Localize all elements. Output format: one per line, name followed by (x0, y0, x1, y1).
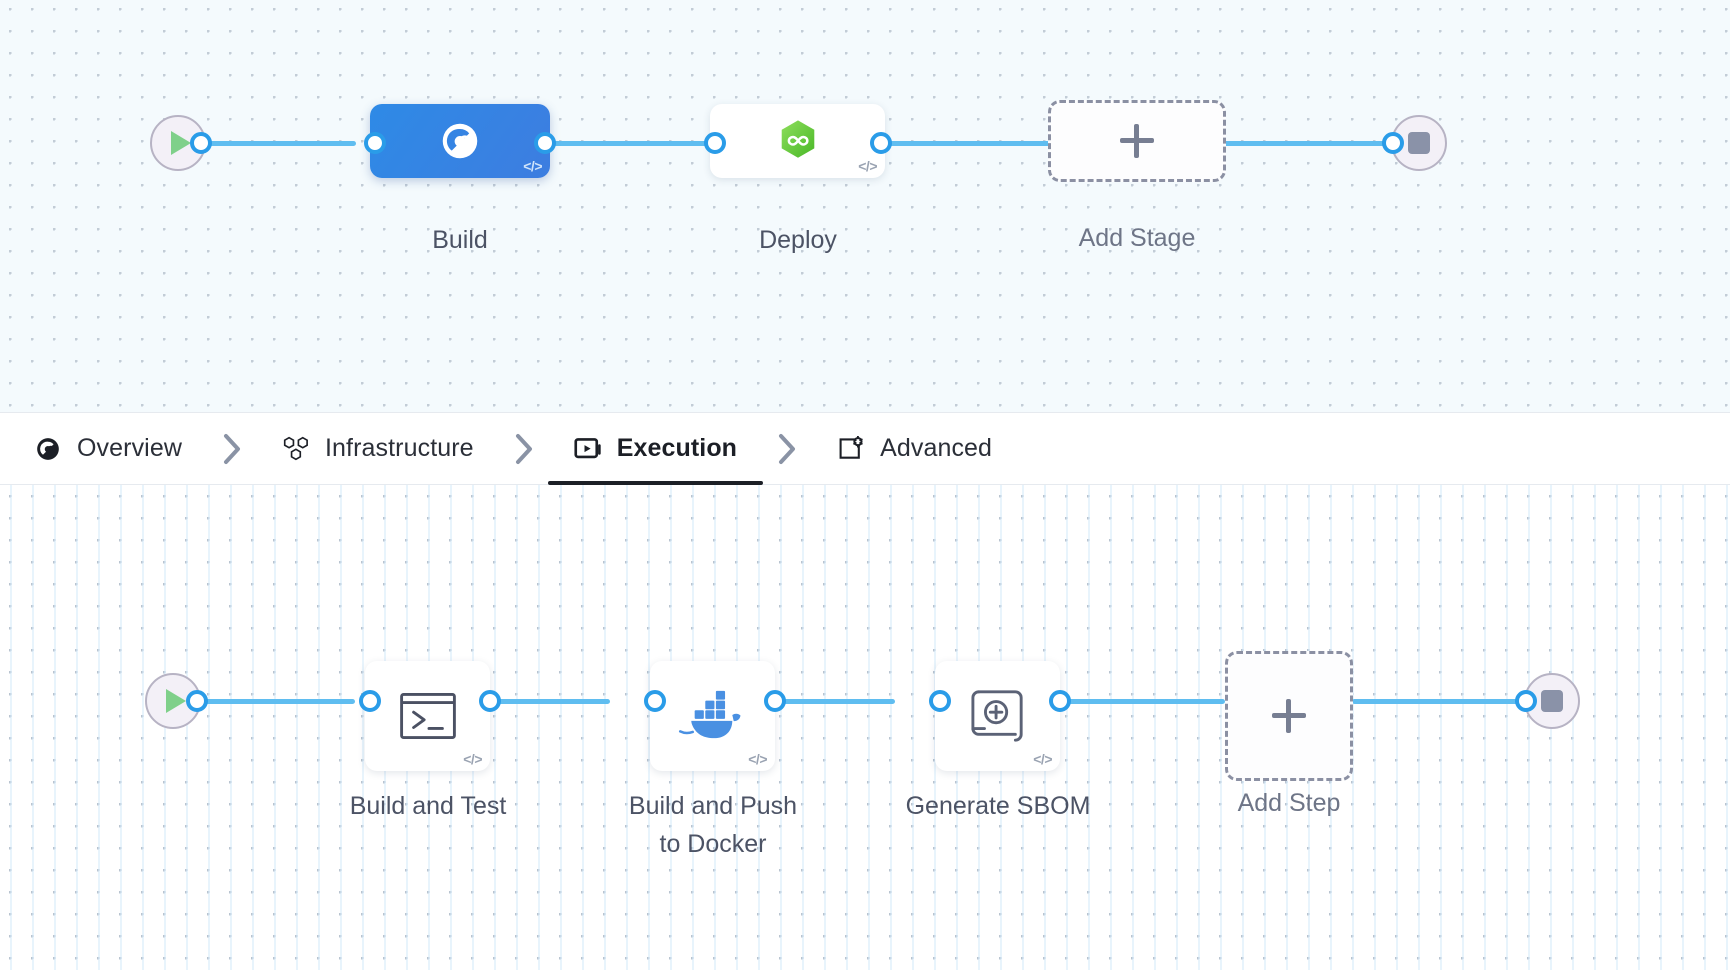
port-build-out[interactable] (534, 132, 556, 154)
port-build-test-in[interactable] (359, 690, 381, 712)
port-end-in[interactable] (1382, 132, 1404, 154)
edge-start-to-build-test (190, 699, 355, 704)
port-deploy-in[interactable] (704, 132, 726, 154)
edge-docker-to-sbom (770, 699, 895, 704)
chevron-right-icon (186, 412, 278, 485)
execution-icon (574, 435, 602, 463)
port-start-out[interactable] (190, 132, 212, 154)
stop-icon (1541, 690, 1563, 712)
chevron-right-icon (478, 412, 570, 485)
code-badge-icon: </> (523, 158, 542, 174)
port-sbom-in[interactable] (929, 690, 951, 712)
execution-start-node[interactable] (145, 673, 201, 729)
port-sbom-out[interactable] (1049, 690, 1071, 712)
step-label-build-and-test: Build and Test (349, 792, 507, 820)
stage-label-build: Build (432, 226, 488, 254)
stage-label-deploy: Deploy (759, 226, 837, 254)
port-deploy-out[interactable] (870, 132, 892, 154)
tab-label-overview: Overview (77, 434, 182, 462)
sbom-icon (970, 690, 1023, 742)
code-badge-icon: </> (858, 158, 877, 174)
edge-sbom-to-add-step (1055, 699, 1225, 704)
play-icon (171, 131, 191, 155)
stage-label-add-stage: Add Stage (1078, 224, 1196, 252)
plus-icon (1120, 124, 1154, 158)
step-node-generate-sbom[interactable]: </> (935, 661, 1060, 771)
tab-label-execution: Execution (616, 434, 738, 462)
chevron-right-icon (741, 412, 833, 485)
tab-advanced[interactable]: Advanced (833, 412, 996, 485)
step-node-build-push-docker[interactable]: </> (650, 661, 775, 771)
ci-build-icon (442, 123, 478, 159)
tab-label-infrastructure: Infrastructure (325, 434, 474, 462)
play-icon (166, 689, 186, 713)
stage-config-tabs: Overview Infrastructure (0, 412, 1730, 485)
code-badge-icon: </> (463, 751, 482, 767)
terminal-icon (399, 692, 456, 740)
edge-add-step-to-end (1352, 699, 1522, 704)
edge-addstage-to-end (1218, 141, 1408, 146)
port-exec-end-in[interactable] (1515, 690, 1537, 712)
tab-overview[interactable]: Overview (30, 412, 186, 485)
plus-icon (1272, 699, 1306, 733)
tab-infrastructure[interactable]: Infrastructure (278, 412, 478, 485)
tab-execution[interactable]: Execution (547, 412, 764, 485)
port-exec-start-out[interactable] (186, 690, 208, 712)
docker-icon (678, 690, 740, 739)
advanced-icon (837, 435, 865, 463)
port-docker-in[interactable] (644, 690, 666, 712)
tab-label-advanced: Advanced (880, 434, 993, 462)
port-build-test-out[interactable] (479, 690, 501, 712)
cd-deploy-icon (781, 120, 814, 158)
add-stage-button[interactable] (1048, 100, 1226, 182)
stage-node-build[interactable]: </> (370, 104, 550, 178)
infrastructure-icon (282, 435, 310, 463)
code-badge-icon: </> (748, 751, 767, 767)
edge-build-to-deploy (540, 141, 710, 146)
execution-steps-canvas[interactable]: </> Build and Test </> (0, 485, 1730, 970)
step-label-build-push-docker: Build and Push to Docker (628, 792, 798, 858)
port-docker-out[interactable] (764, 690, 786, 712)
step-label-generate-sbom: Generate SBOM (905, 792, 1091, 820)
code-badge-icon: </> (1033, 751, 1052, 767)
stage-node-deploy[interactable]: </> (710, 104, 885, 178)
stop-icon (1408, 132, 1430, 154)
edge-start-to-build (196, 141, 356, 146)
edge-build-test-to-docker (485, 699, 610, 704)
add-step-button[interactable] (1225, 651, 1353, 781)
step-node-build-and-test[interactable]: </> (365, 661, 490, 771)
overview-icon (34, 435, 62, 463)
edge-deploy-to-addstage (876, 141, 1066, 146)
stages-canvas[interactable]: </> Build </> Deploy Add Stage (0, 0, 1730, 412)
step-label-add-step: Add Step (1237, 789, 1341, 817)
port-build-in[interactable] (364, 132, 386, 154)
